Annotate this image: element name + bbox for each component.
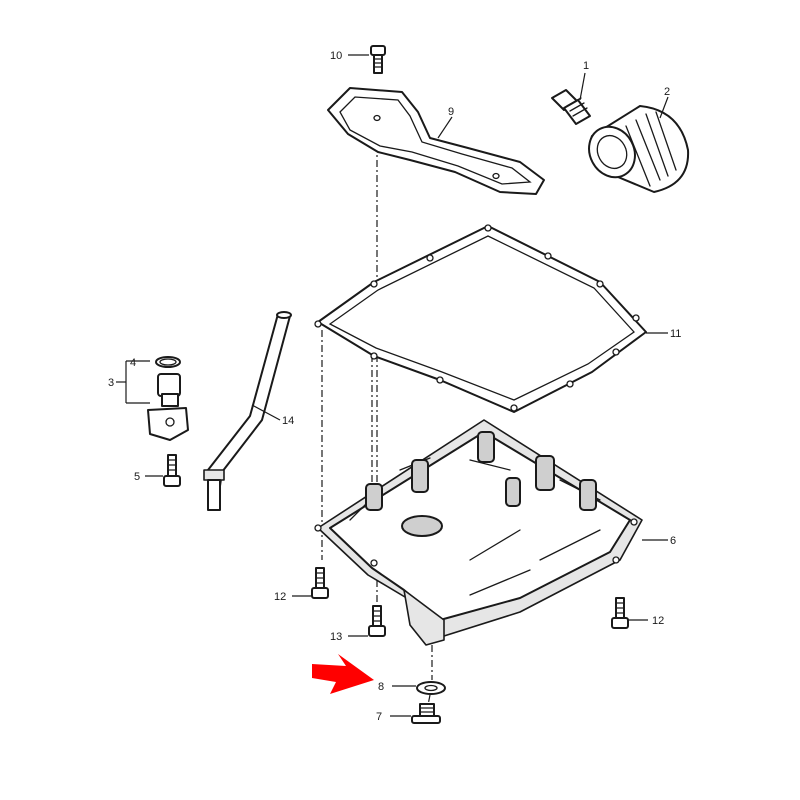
- part-13-bolt: [368, 605, 386, 637]
- callout-6: 6: [670, 535, 676, 547]
- part-11-pan-gasket: [314, 224, 647, 413]
- callout-12-left: 12: [274, 591, 286, 603]
- callout-4: 4: [130, 357, 136, 369]
- callout-9: 9: [448, 106, 454, 118]
- callout-12-right: 12: [652, 615, 664, 627]
- callout-11: 11: [670, 328, 681, 340]
- callout-7: 7: [376, 711, 382, 723]
- callout-14: 14: [282, 415, 294, 427]
- part-2-oil-filter: [588, 105, 690, 193]
- part-7-drain-bolt: [411, 703, 441, 724]
- callout-5: 5: [134, 471, 140, 483]
- callout-10: 10: [330, 50, 342, 62]
- part-12-bolt-right: [611, 597, 629, 629]
- callout-3: 3: [108, 377, 114, 389]
- part-10-bolt: [370, 45, 386, 74]
- part-5-bolt: [163, 454, 181, 487]
- highlight-arrow: [312, 654, 374, 694]
- part-8-drain-washer: [416, 681, 446, 695]
- callout-2: 2: [664, 86, 670, 98]
- part-4-o-ring: [155, 356, 181, 368]
- callout-8: 8: [378, 681, 384, 693]
- part-6-oil-pan: [314, 419, 643, 646]
- callout-1: 1: [583, 60, 589, 72]
- part-14-dipstick-tube: [203, 311, 292, 511]
- part-1-filter-stud: [551, 89, 591, 125]
- part-9-strainer-gasket: [327, 87, 545, 195]
- part-3-level-switch: [147, 373, 189, 441]
- part-12-bolt-left: [311, 567, 329, 599]
- callout-13: 13: [330, 631, 342, 643]
